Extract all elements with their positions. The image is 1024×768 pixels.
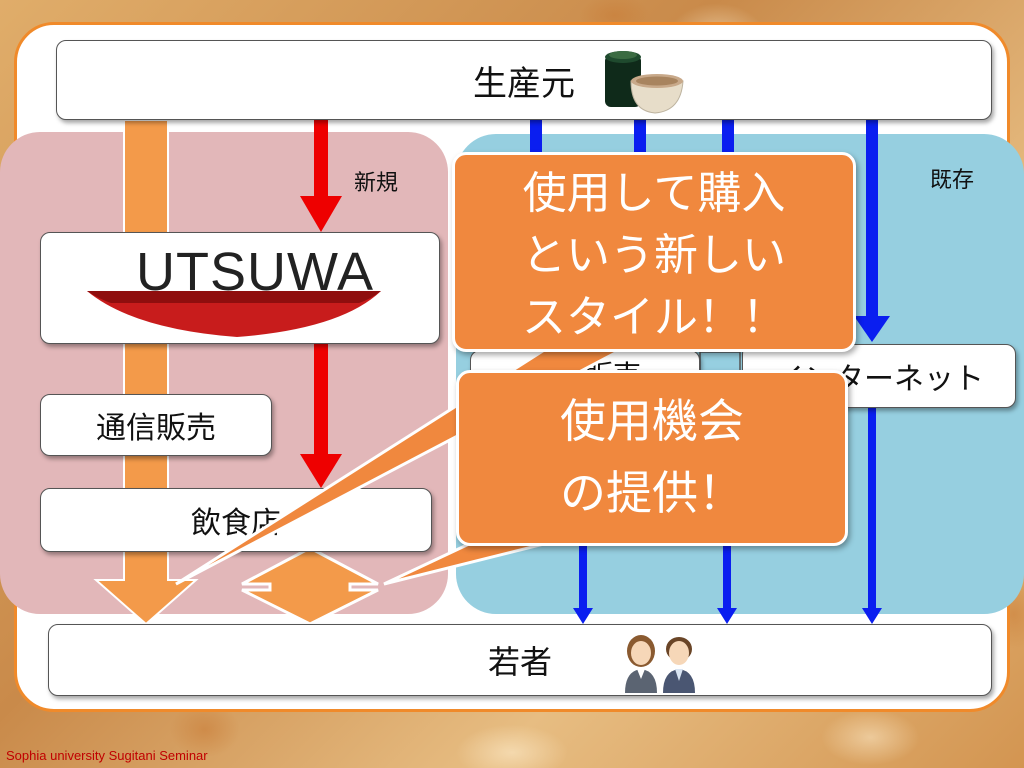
mail-order-label: 通信販売	[96, 411, 216, 446]
restaurant-box: 飲食店	[40, 488, 432, 552]
callout-usage-opportunity: 使用機会 の提供！	[456, 370, 848, 546]
callout-2-line-1: 使用機会	[560, 394, 744, 448]
footer-credit: Sophia university Sugitani Seminar	[6, 748, 208, 763]
youth-label: 若者	[487, 643, 552, 681]
existing-label: 既存	[930, 168, 975, 193]
mail-order-box: 通信販売	[40, 394, 272, 456]
tea-bowls-icon	[605, 51, 684, 114]
utsuwa-box: UTSUWA	[40, 232, 440, 344]
producer-box: 生産元	[56, 40, 992, 120]
restaurant-label: 飲食店	[191, 506, 281, 541]
callout-1-line-1: 使用して購入	[522, 168, 786, 219]
callout-new-style: 使用して購入 という新しい スタイル！！	[452, 152, 856, 352]
youth-box: 若者	[48, 624, 992, 696]
bowl-logo-icon	[87, 291, 381, 337]
producer-label: 生産元	[473, 63, 575, 104]
callout-1-line-2: という新しい	[522, 230, 786, 281]
callout-2-line-2: の提供！	[560, 466, 744, 520]
utsuwa-logo: UTSUWA	[41, 233, 441, 345]
callout-1-line-3: スタイル！！	[522, 292, 786, 343]
new-label: 新規	[354, 171, 399, 196]
two-people-icon	[625, 635, 695, 693]
